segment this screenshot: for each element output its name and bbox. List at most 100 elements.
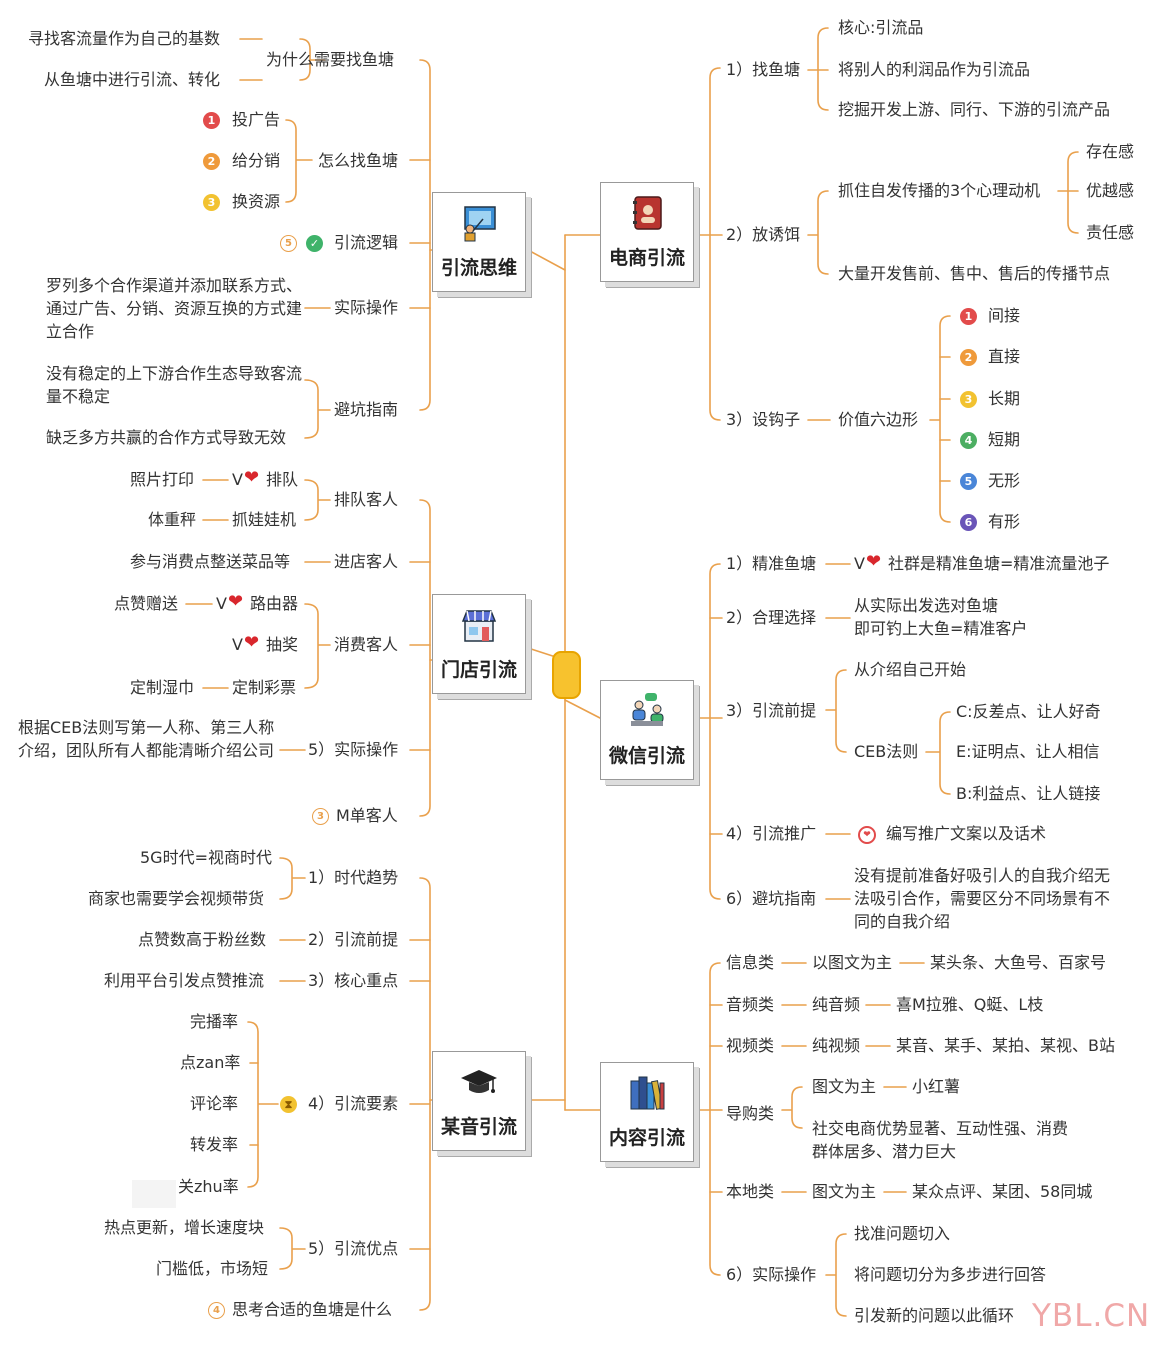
books-icon bbox=[630, 1076, 665, 1110]
advantage-item-1: 热点更新，增长速度块 bbox=[104, 1218, 265, 1237]
enter-guest-label: 进店客人 bbox=[334, 552, 399, 571]
find-item-2: 将别人的利润品作为引流品 bbox=[838, 60, 1031, 79]
shop-item-1: 图文为主 bbox=[812, 1077, 877, 1096]
ceb-c: C:反差点、让人好奇 bbox=[956, 702, 1101, 721]
consume-item-1: 点赞赠送 bbox=[114, 594, 179, 613]
store-practice-text: 根据CEB法则写第一人称、第三人称介绍，团队所有人都能清晰介绍公司 bbox=[18, 718, 275, 760]
audio-item-2: 喜M拉雅、Q蜓、L枝 bbox=[896, 995, 1044, 1014]
store-practice-label: 5）实际操作 bbox=[308, 740, 399, 759]
priority-5-icon: 5 bbox=[280, 235, 297, 252]
focus-label: 3）核心重点 bbox=[308, 971, 399, 990]
queue-guest-label: 排队客人 bbox=[334, 490, 399, 509]
v-letter: V bbox=[216, 594, 227, 613]
v-letter: V bbox=[232, 635, 243, 654]
hex-item-6: 有形 bbox=[988, 512, 1021, 531]
why-reason-2: 从鱼塘中进行引流、转化 bbox=[44, 70, 221, 89]
factor-item-5: 关zhu率 bbox=[178, 1177, 239, 1196]
heart-icon: ❤ bbox=[866, 551, 882, 572]
bait-label: 2）放诱饵 bbox=[726, 225, 801, 244]
meeting-chat-icon bbox=[631, 693, 664, 726]
advantage-label: 5）引流优点 bbox=[308, 1239, 399, 1258]
logic-label: 引流逻辑 bbox=[334, 233, 399, 252]
queue-item-1-tail: 排队 bbox=[266, 470, 299, 489]
choose-item-1: 从实际出发选对鱼塘 bbox=[854, 596, 999, 615]
factor-item-4: 转发率 bbox=[190, 1135, 239, 1154]
shop-item-1b: 小红薯 bbox=[912, 1077, 961, 1096]
trend-label: 1）时代趋势 bbox=[308, 868, 399, 887]
number-1-icon: 1 bbox=[203, 112, 220, 129]
node-label: 某音引流 bbox=[440, 1116, 517, 1138]
info-item-2: 某头条、大鱼号、百家号 bbox=[930, 953, 1107, 972]
why-reason-1: 寻找客流量作为自己的基数 bbox=[28, 29, 221, 48]
factor-item-2: 点zan率 bbox=[180, 1053, 241, 1072]
node-traffic-thinking: 引流思维 bbox=[432, 192, 526, 292]
hex-item-4: 短期 bbox=[988, 430, 1021, 449]
queue-item-2-tail: 抓娃娃机 bbox=[232, 510, 297, 529]
bait-item-1: 抓住自发传播的3个心理动机 bbox=[838, 181, 1041, 200]
wechat-pitfall-text: 没有提前准备好吸引人的自我介绍无法吸引合作，需要区分不同场景有不同的自我介绍 bbox=[854, 866, 1111, 931]
practice-text: 罗列多个合作渠道并添加联系方式、通过广告、分销、资源互换的方式建立合作 bbox=[46, 276, 303, 341]
address-book-icon bbox=[633, 196, 662, 230]
node-label: 微信引流 bbox=[608, 745, 685, 767]
think-label: 思考合适的鱼塘是什么 bbox=[232, 1300, 393, 1319]
motive-3: 责任感 bbox=[1086, 223, 1135, 242]
enter-item-1: 参与消费点整送菜品等 bbox=[130, 552, 291, 571]
factors-label: 4）引流要素 bbox=[308, 1094, 399, 1113]
number-1-icon: 1 bbox=[960, 308, 977, 325]
content-practice-1: 找准问题切入 bbox=[854, 1224, 951, 1243]
priority-3-icon: 3 bbox=[312, 808, 329, 825]
hex-item-3: 长期 bbox=[988, 389, 1021, 408]
number-4-icon: 4 bbox=[960, 432, 977, 449]
graduation-cap-icon bbox=[461, 1070, 497, 1093]
video-label: 视频类 bbox=[726, 1036, 775, 1055]
heart-icon: ❤ bbox=[228, 591, 244, 612]
number-2-icon: 2 bbox=[203, 153, 220, 170]
v-letter: V bbox=[854, 554, 865, 573]
consume-item-2-tail: 抽奖 bbox=[266, 635, 299, 654]
consume-item-1-tail: 路由器 bbox=[250, 594, 299, 613]
trend-item-2: 商家也需要学会视频带货 bbox=[88, 889, 265, 908]
watermark: YBL.CN bbox=[1032, 1298, 1151, 1334]
v-letter: V bbox=[232, 470, 243, 489]
how-item-2: 给分销 bbox=[232, 151, 281, 170]
shop-label: 导购类 bbox=[726, 1104, 775, 1123]
node-label: 门店引流 bbox=[440, 659, 517, 681]
factor-item-3: 评论率 bbox=[190, 1094, 239, 1113]
info-label: 信息类 bbox=[726, 953, 775, 972]
node-wechat: 微信引流 bbox=[600, 680, 694, 780]
local-label: 本地类 bbox=[726, 1182, 775, 1201]
practice-label: 实际操作 bbox=[334, 298, 399, 317]
precise-label: 1）精准鱼塘 bbox=[726, 554, 817, 573]
node-label: 引流思维 bbox=[440, 257, 517, 279]
center-capsule bbox=[552, 651, 581, 699]
content-practice-2: 将问题切分为多步进行回答 bbox=[854, 1265, 1047, 1284]
find-item-3: 挖掘开发上游、同行、下游的引流产品 bbox=[838, 100, 1111, 119]
pitfall-label: 避坑指南 bbox=[334, 400, 399, 419]
how-fishpond-label: 怎么找鱼塘 bbox=[318, 151, 399, 170]
how-item-1: 投广告 bbox=[232, 110, 281, 129]
m-single-guest-label: M单客人 bbox=[336, 806, 398, 825]
find-fishpond-label: 1）找鱼塘 bbox=[726, 60, 801, 79]
consume-guest-label: 消费客人 bbox=[334, 635, 399, 654]
node-label: 电商引流 bbox=[608, 247, 685, 269]
focus-item: 利用平台引发点赞推流 bbox=[104, 971, 265, 990]
pitfall-text-2: 缺乏多方共赢的合作方式导致无效 bbox=[46, 428, 287, 447]
advantage-item-2: 门槛低，市场短 bbox=[156, 1259, 269, 1278]
number-3-icon: 3 bbox=[960, 391, 977, 408]
hex-item-1: 间接 bbox=[988, 306, 1021, 325]
queue-item-1: 照片打印 bbox=[130, 470, 195, 489]
wechat-premise-item: 从介绍自己开始 bbox=[854, 660, 967, 679]
douyin-premise-label: 2）引流前提 bbox=[308, 930, 399, 949]
audio-item-1: 纯音频 bbox=[812, 995, 861, 1014]
content-practice-3: 引发新的问题以此循环 bbox=[854, 1306, 1015, 1325]
heart-icon: ❤ bbox=[244, 467, 260, 488]
choose-item-2: 即可钓上大鱼=精准客户 bbox=[854, 619, 1028, 638]
hook-label: 3）设钩子 bbox=[726, 410, 801, 429]
node-label: 内容引流 bbox=[608, 1127, 685, 1149]
hourglass-icon: ⧗ bbox=[280, 1096, 297, 1113]
node-store: 门店引流 bbox=[432, 594, 526, 694]
local-item-2: 某众点评、某团、58同城 bbox=[912, 1182, 1093, 1201]
audio-label: 音频类 bbox=[726, 995, 775, 1014]
number-3-icon: 3 bbox=[203, 194, 220, 211]
motive-2: 优越感 bbox=[1086, 181, 1135, 200]
